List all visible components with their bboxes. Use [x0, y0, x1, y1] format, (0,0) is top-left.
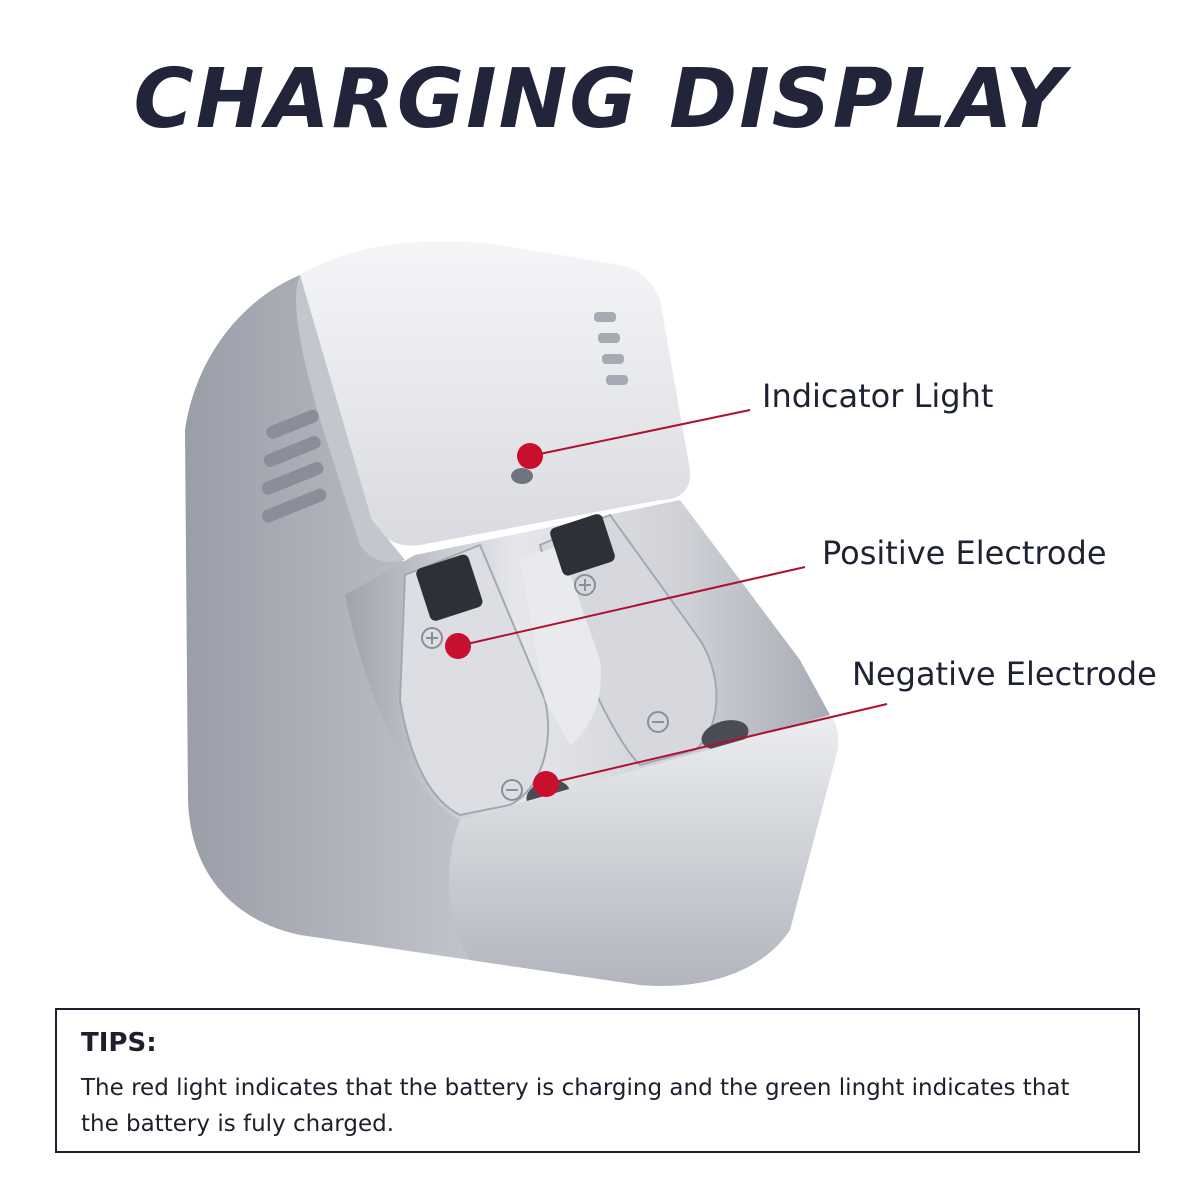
indicator-light-label: Indicator Light	[762, 377, 994, 415]
indicator-callout-dot	[517, 443, 543, 469]
tips-heading: TIPS:	[81, 1028, 157, 1058]
plus-in-circle-icon	[421, 627, 443, 649]
tips-text: The red light indicates that the battery…	[81, 1075, 1070, 1137]
left-positive-contact	[416, 554, 483, 621]
indicator-led	[511, 468, 533, 484]
minus-in-circle-icon	[647, 711, 669, 733]
tips-box: TIPS: The red light indicates that the b…	[55, 1008, 1140, 1153]
negative-callout-line	[545, 703, 888, 785]
side-vent-slots	[261, 409, 327, 523]
positive-callout-dot	[445, 633, 471, 659]
top-grip-ridges	[594, 312, 628, 385]
negative-callout-dot	[533, 771, 559, 797]
positive-callout-line	[457, 566, 806, 647]
plus-in-circle-icon	[574, 574, 596, 596]
battery-charger-illustration	[185, 241, 888, 986]
right-positive-contact	[550, 514, 615, 576]
charger-top-cap	[300, 241, 691, 546]
negative-electrode-label: Negative Electrode	[852, 655, 1157, 693]
minus-in-circle-icon	[501, 779, 523, 801]
indicator-callout-line	[529, 409, 751, 457]
slot-divider	[520, 545, 601, 745]
page-title: CHARGING DISPLAY	[133, 52, 1067, 147]
positive-electrode-label: Positive Electrode	[822, 534, 1107, 572]
charger-cap-front	[296, 275, 405, 562]
charger-front-lip	[449, 715, 839, 986]
